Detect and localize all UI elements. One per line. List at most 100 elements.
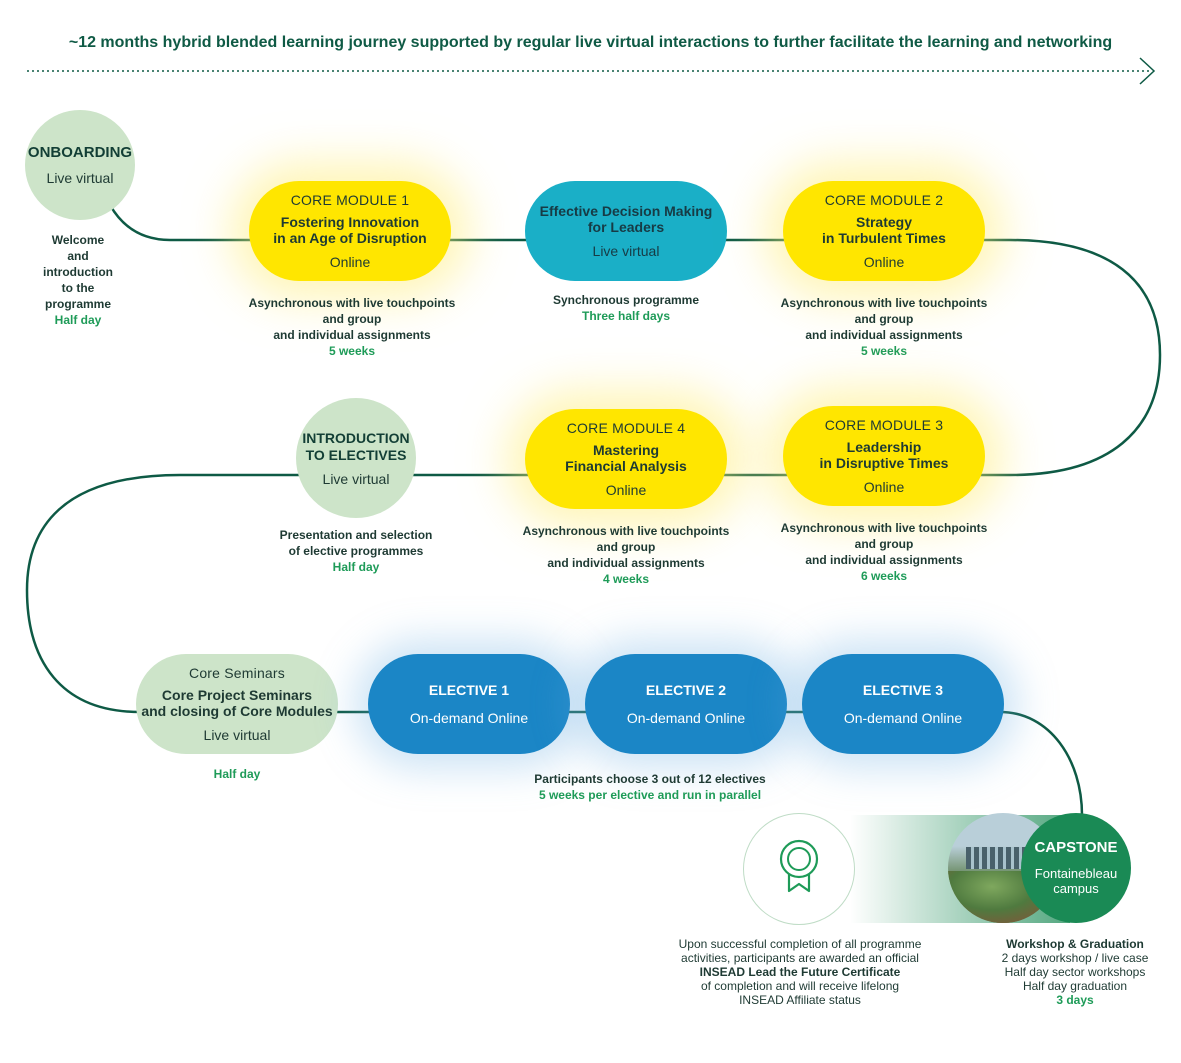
certificate-desc: Upon successful completion of all progra… [650,937,950,1007]
intro-electives-desc-line: of elective programmes [288,544,424,558]
decision-making-title-line2: for Leaders [587,219,665,235]
core-module-1-desc-line: Asynchronous with live touchpoints [248,296,456,310]
intro-electives-desc: Presentation and selection of elective p… [256,527,456,575]
campus-building [966,847,1036,869]
core-module-3-duration: 6 weeks [860,569,908,583]
core-module-2-desc: Asynchronous with live touchpoints and g… [764,295,1004,359]
onboarding-title: ONBOARDING [27,144,133,161]
intro-electives-circle: INTRODUCTION TO ELECTIVES Live virtual [296,398,416,518]
certificate-name: INSEAD Lead the Future Certificate [699,965,901,979]
intro-electives-title-line2: TO ELECTIVES [305,446,407,463]
decision-making-duration: Three half days [581,309,671,323]
core-module-2-mode: Online [863,254,905,270]
core-module-3-desc: Asynchronous with live touchpoints and g… [764,520,1004,584]
core-module-3-desc-line: and individual assignments [805,553,963,567]
core-module-2-desc-line: and individual assignments [805,328,963,342]
core-module-3-pill: CORE MODULE 3 Leadership in Disruptive T… [783,406,985,506]
decision-making-title-line1: Effective Decision Making [539,203,713,219]
core-module-1-desc-line: and individual assignments [273,328,431,342]
onboarding-desc-line: and [67,249,89,263]
certificate-desc-line: activities, participants are awarded an … [681,951,919,965]
elective-1-title: ELECTIVE 1 [428,682,510,698]
core-module-1-desc: Asynchronous with live touchpoints and g… [232,295,472,359]
core-module-1-desc-line: and group [322,312,382,326]
core-module-1-title-line1: Fostering Innovation [280,214,420,230]
capstone-duration: 3 days [1056,993,1094,1007]
core-seminars-duration: Half day [213,767,261,781]
onboarding-subtitle: Live virtual [46,170,114,186]
elective-3-pill: ELECTIVE 3 On-demand Online [802,654,1004,754]
core-module-4-mode: Online [605,482,647,498]
core-module-2-duration: 5 weeks [860,344,908,358]
decision-making-desc-line: Synchronous programme [552,293,700,307]
core-module-2-pill: CORE MODULE 2 Strategy in Turbulent Time… [783,181,985,281]
elective-3-title: ELECTIVE 3 [862,682,944,698]
decision-making-mode: Live virtual [592,243,660,259]
core-module-4-title-line2: Financial Analysis [565,458,687,474]
onboarding-desc-line: programme [44,297,112,311]
onboarding-desc-line: introduction [43,265,113,279]
core-module-2-title-line1: Strategy [855,214,913,230]
header-arrow-head [1139,57,1156,85]
core-module-4-desc: Asynchronous with live touchpoints and g… [506,523,746,587]
onboarding-desc: Welcome and introduction to the programm… [28,232,128,328]
elective-1-pill: ELECTIVE 1 On-demand Online [368,654,570,754]
core-module-3-desc-line: and group [854,537,914,551]
decision-making-desc: Synchronous programme Three half days [506,292,746,324]
onboarding-desc-line: Welcome [51,233,105,247]
electives-duration: 5 weeks per elective and run in parallel [538,788,762,802]
core-module-2-desc-line: Asynchronous with live touchpoints [780,296,988,310]
intro-electives-title-line1: INTRODUCTION [302,429,410,446]
core-module-1-duration: 5 weeks [328,344,376,358]
capstone-desc: Workshop & Graduation 2 days workshop / … [975,937,1175,1007]
electives-desc-line: Participants choose 3 out of 12 elective… [534,772,766,786]
core-seminars-caption: Core Seminars [189,665,285,681]
journey-header: ~12 months hybrid blended learning journ… [68,34,1113,51]
onboarding-duration: Half day [54,313,102,327]
core-module-3-desc-line: Asynchronous with live touchpoints [780,521,988,535]
core-module-2-desc-line: and group [854,312,914,326]
intro-electives-duration: Half day [332,560,380,574]
core-module-1-mode: Online [329,254,371,270]
core-module-4-desc-line: Asynchronous with live touchpoints [522,524,730,538]
capstone-desc-line: Half day graduation [1022,979,1128,993]
core-module-4-duration: 4 weeks [602,572,650,586]
certificate-desc-line: Upon successful completion of all progra… [678,937,922,951]
core-seminars-title-line2: and closing of Core Modules [141,703,333,719]
award-ribbon-icon [779,839,819,893]
elective-1-mode: On-demand Online [409,710,529,726]
elective-2-mode: On-demand Online [626,710,746,726]
core-seminars-pill: Core Seminars Core Project Seminars and … [136,654,338,754]
core-module-1-caption: CORE MODULE 1 [290,192,410,208]
core-seminars-desc: Half day [136,766,338,782]
certificate-desc-line: INSEAD Affiliate status [739,993,861,1007]
certificate-desc-line: of completion and will receive lifelong [700,979,900,993]
capstone-subtitle-line2: campus [1053,881,1099,896]
core-module-1-pill: CORE MODULE 1 Fostering Innovation in an… [249,181,451,281]
core-seminars-title-line1: Core Project Seminars [161,687,313,703]
intro-electives-desc-line: Presentation and selection [279,528,433,542]
core-module-1-title-line2: in an Age of Disruption [273,230,427,246]
core-module-3-caption: CORE MODULE 3 [824,417,944,433]
core-module-4-desc-line: and group [596,540,656,554]
core-module-4-caption: CORE MODULE 4 [566,420,686,436]
decision-making-pill: Effective Decision Making for Leaders Li… [525,181,727,281]
elective-2-pill: ELECTIVE 2 On-demand Online [585,654,787,754]
core-module-4-pill: CORE MODULE 4 Mastering Financial Analys… [525,409,727,509]
core-module-2-title-line2: in Turbulent Times [822,230,946,246]
core-seminars-mode: Live virtual [203,727,271,743]
core-module-2-caption: CORE MODULE 2 [824,192,944,208]
onboarding-desc-line: to the [61,281,95,295]
core-module-4-desc-line: and individual assignments [547,556,705,570]
capstone-title: CAPSTONE [1034,839,1118,856]
elective-3-mode: On-demand Online [843,710,963,726]
core-module-4-title-line1: Mastering [592,442,660,458]
elective-2-title: ELECTIVE 2 [645,682,727,698]
intro-electives-subtitle: Live virtual [322,470,390,487]
electives-desc: Participants choose 3 out of 12 elective… [450,771,850,803]
capstone-desc-line: Half day sector workshops [1004,965,1146,979]
core-module-3-title-line1: Leadership [846,439,922,455]
capstone-subtitle-line1: Fontainebleau [1034,866,1118,881]
certificate-circle [743,813,855,925]
core-module-3-mode: Online [863,479,905,495]
